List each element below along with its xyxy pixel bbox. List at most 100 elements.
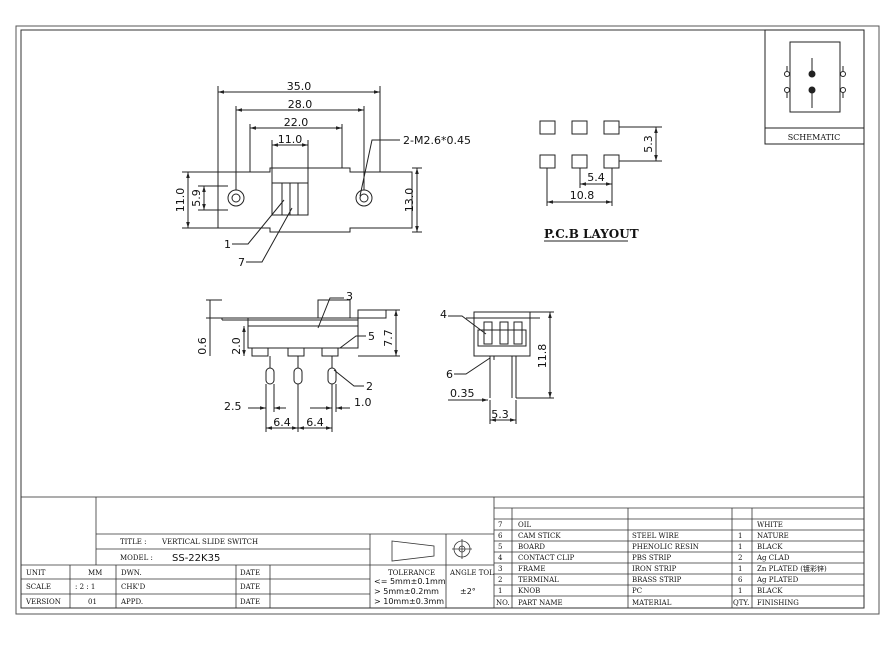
dim-118: 11.8 — [536, 344, 549, 369]
dim-11v: 11.0 — [174, 188, 187, 213]
svg-text:BOARD: BOARD — [518, 543, 545, 551]
table-row: 7 OIL WHITE — [498, 521, 783, 529]
outer-frame — [15, 25, 880, 615]
dim-77: 7.7 — [382, 329, 395, 347]
callout-7: 7 — [238, 256, 245, 269]
top-view-outline — [217, 167, 413, 233]
leader-6 — [454, 357, 491, 375]
title-label: TITLE : — [120, 538, 146, 546]
pad-4 — [539, 154, 556, 169]
end-frame-top — [466, 311, 540, 319]
left-mount-hole-inner — [231, 193, 241, 203]
pcb-layout-title: P.C.B LAYOUT — [544, 227, 639, 241]
pad-1 — [539, 120, 556, 135]
leader-5 — [339, 335, 366, 349]
dim-28: 28.0 — [288, 98, 313, 111]
svg-text:PC: PC — [632, 587, 642, 595]
dim-22: 22.0 — [284, 116, 309, 129]
svg-text:1: 1 — [498, 587, 502, 595]
dim-11: 11.0 — [278, 133, 303, 146]
pad-2 — [571, 120, 588, 135]
svg-text:6: 6 — [498, 532, 503, 540]
schematic-box — [764, 29, 865, 145]
side-top-band — [247, 317, 359, 327]
dim-pcb-54: 5.4 — [587, 171, 605, 184]
table-row: 4 CONTACT CLIP PBS STRIP 2 Ag CLAD — [498, 554, 790, 562]
callout-6: 6 — [446, 368, 453, 381]
table-row: 2 TERMINAL BRASS STRIP 6 Ag PLATED — [498, 576, 799, 584]
version-value: 01 — [88, 598, 97, 606]
dim-035: 0.35 — [450, 387, 475, 400]
leader-3 — [317, 297, 344, 329]
svg-text:Zn PLATED (镀彩锌): Zn PLATED (镀彩锌) — [757, 564, 827, 573]
svg-text:KNOB: KNOB — [518, 587, 540, 595]
svg-text:BRASS STRIP: BRASS STRIP — [632, 576, 682, 584]
svg-text:CONTACT CLIP: CONTACT CLIP — [518, 554, 575, 562]
svg-text:PART NAME: PART NAME — [518, 599, 563, 607]
svg-text:QTY.: QTY. — [733, 599, 749, 607]
scale-label: SCALE — [26, 583, 51, 591]
screw-leader — [359, 139, 400, 197]
schematic-frame — [789, 41, 841, 113]
dwn-label: DWN. — [121, 569, 142, 577]
dim-pcb-53: 5.3 — [642, 135, 655, 153]
date-label-2: DATE — [240, 583, 260, 591]
svg-text:CAM STICK: CAM STICK — [518, 532, 561, 540]
dim-64b: 6.4 — [306, 416, 324, 429]
svg-text:IRON STRIP: IRON STRIP — [632, 565, 677, 573]
side-view — [206, 297, 400, 432]
pad-6 — [603, 154, 620, 169]
pad-5 — [571, 154, 588, 169]
right-mount-hole — [355, 189, 373, 207]
dim-06: 0.6 — [196, 337, 209, 355]
svg-text:1: 1 — [738, 543, 742, 551]
leader-7 — [246, 207, 293, 263]
callout-4: 4 — [440, 308, 447, 321]
scale-value: : 2 : 1 — [75, 583, 95, 591]
callout-2: 2 — [366, 380, 373, 393]
svg-text:Ag CLAD: Ag CLAD — [756, 554, 790, 562]
svg-text:3: 3 — [498, 565, 502, 573]
svg-text:1: 1 — [738, 587, 742, 595]
svg-text:NATURE: NATURE — [757, 532, 789, 540]
tolerance-2: > 5mm±0.2mm — [374, 587, 439, 596]
table-row: 5 BOARD PHENOLIC RESIN 1 BLACK — [498, 543, 783, 551]
top-view — [182, 86, 422, 263]
dim-10: 1.0 — [354, 396, 372, 409]
svg-text:BLACK: BLACK — [757, 543, 783, 551]
leader-2 — [333, 369, 364, 387]
pad-3 — [603, 120, 620, 135]
side-body — [247, 325, 359, 349]
dim-end-53: 5.3 — [491, 408, 509, 421]
dim-64a: 6.4 — [273, 416, 291, 429]
table-row: 6 CAM STICK STEEL WIRE 1 NATURE — [498, 532, 789, 540]
leader-4 — [448, 315, 487, 335]
appd-label: APPD. — [120, 598, 143, 606]
svg-text:FRAME: FRAME — [518, 565, 545, 573]
svg-text:2: 2 — [738, 554, 742, 562]
chkd-label: CHK'D — [121, 583, 146, 591]
svg-text:OIL: OIL — [518, 521, 532, 529]
svg-text:6: 6 — [738, 576, 743, 584]
angle-tol-value: ±2° — [460, 587, 476, 596]
svg-text:TERMINAL: TERMINAL — [518, 576, 559, 584]
svg-text:5: 5 — [498, 543, 502, 551]
svg-text:BLACK: BLACK — [757, 587, 783, 595]
svg-text:FINISHING: FINISHING — [757, 599, 799, 607]
svg-text:Ag PLATED: Ag PLATED — [756, 576, 799, 584]
title-block — [20, 496, 865, 609]
svg-text:7: 7 — [498, 521, 502, 529]
end-view — [448, 311, 554, 424]
table-row: 3 FRAME IRON STRIP 1 Zn PLATED (镀彩锌) — [498, 564, 827, 573]
dim-pcb-108: 10.8 — [570, 189, 595, 202]
dim-20: 2.0 — [230, 337, 243, 355]
end-body — [473, 317, 531, 357]
callout-5: 5 — [368, 330, 375, 343]
dim-59: 5.9 — [190, 189, 203, 207]
dim-13: 13.0 — [403, 188, 416, 213]
end-inner — [477, 329, 527, 347]
leader-1 — [232, 199, 285, 245]
terminal-mid — [293, 367, 303, 385]
schematic-label: SCHEMATIC — [788, 133, 841, 142]
